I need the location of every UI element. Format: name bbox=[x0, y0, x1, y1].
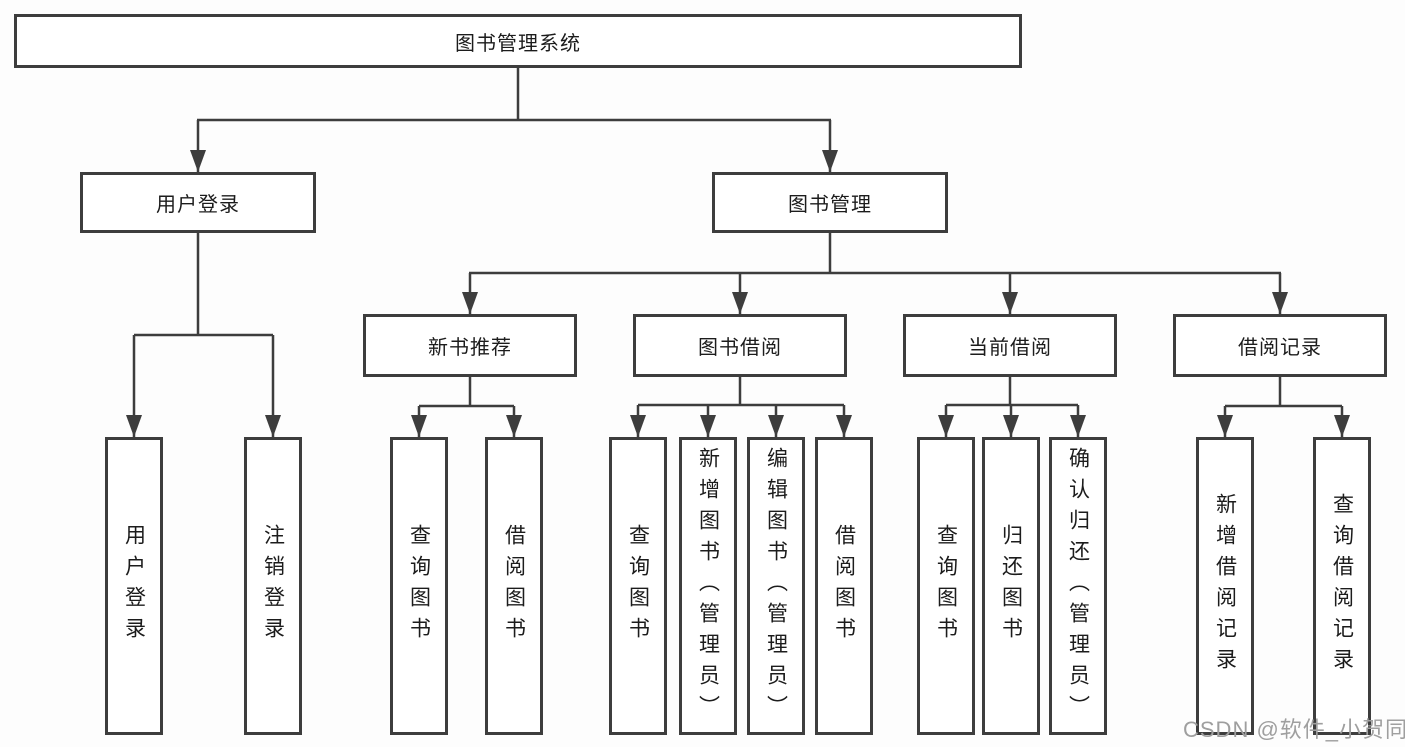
node-current-query-books: 查询图书 bbox=[917, 437, 975, 735]
node-records-query-record: 查询借阅记录 bbox=[1313, 437, 1371, 735]
node-borrow-edit-books-admin: 编辑图书（管理员） bbox=[747, 437, 805, 735]
node-current-confirm-return-admin: 确认归还（管理员） bbox=[1049, 437, 1107, 735]
node-current-return-books: 归还图书 bbox=[982, 437, 1040, 735]
node-borrow-records: 借阅记录 bbox=[1173, 314, 1387, 377]
node-borrow-borrow-books: 借阅图书 bbox=[815, 437, 873, 735]
node-records-add-record: 新增借阅记录 bbox=[1196, 437, 1254, 735]
node-current-borrow: 当前借阅 bbox=[903, 314, 1117, 377]
node-new-book-recommend: 新书推荐 bbox=[363, 314, 577, 377]
node-recommend-query-books: 查询图书 bbox=[390, 437, 448, 735]
node-book-borrow: 图书借阅 bbox=[633, 314, 847, 377]
node-root: 图书管理系统 bbox=[14, 14, 1022, 68]
node-borrow-add-books-admin: 新增图书（管理员） bbox=[679, 437, 737, 735]
node-logout: 注销登录 bbox=[244, 437, 302, 735]
node-user-login-leaf: 用户登录 bbox=[105, 437, 163, 735]
watermark: CSDN @软件_小贺同学 bbox=[1183, 717, 1405, 742]
node-user-login: 用户登录 bbox=[80, 172, 316, 233]
node-book-management: 图书管理 bbox=[712, 172, 948, 233]
node-recommend-borrow-books: 借阅图书 bbox=[485, 437, 543, 735]
node-borrow-query-books: 查询图书 bbox=[609, 437, 667, 735]
